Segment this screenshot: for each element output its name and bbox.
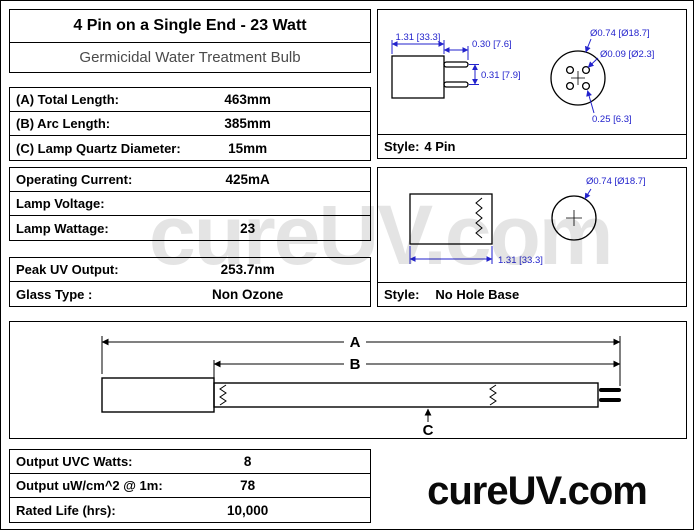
base-style-value: No Hole Base (435, 287, 520, 302)
label-total-length: A (350, 334, 361, 351)
dim-pin-diameter: Ø0.09 [Ø2.3] (600, 49, 654, 60)
dimension-lines (101, 336, 621, 422)
base-end-view (550, 50, 606, 106)
pin-hole (565, 65, 575, 75)
total-length-label: (A) Total Length: (16, 92, 120, 107)
base-style-strip: Style: No Hole Base (378, 282, 686, 306)
electrode-coil-left (219, 384, 227, 406)
uvc-watts-label: Output UVC Watts: (16, 454, 133, 469)
base-style-label: Style: (384, 287, 420, 302)
pin-end-drawing: 1.31 [33.3] 0.30 [7.6] 0.31 [7.9] Ø0.74 … (391, 28, 654, 125)
base-diagram-box: 1.31 [33.3] Ø0.74 [Ø18.7] Style: No Hole… (377, 167, 687, 307)
pin-top (443, 61, 469, 68)
quartz-diameter-row: (C) Lamp Quartz Diameter: 15mm (10, 136, 370, 160)
dimension-lines (391, 38, 599, 114)
lamp-voltage-row: Lamp Voltage: (10, 192, 370, 216)
lamp-diagram-box: A B C (9, 321, 687, 439)
pin-style-value: 4 Pin (424, 139, 456, 154)
peak-uv-value: 253.7nm (220, 262, 275, 277)
operating-current-label: Operating Current: (16, 172, 133, 187)
pin-hole (581, 81, 591, 91)
pin-hole (565, 81, 575, 91)
rated-life-label: Rated Life (hrs): (16, 502, 116, 518)
dimension-lines (409, 188, 592, 264)
page-subtitle: Germicidal Water Treatment Bulb (79, 49, 301, 66)
lamp-drawing: A B C (101, 334, 621, 438)
rated-life-value: 10,000 (226, 502, 269, 518)
uv-output-table: Peak UV Output: 253.7nm Glass Type : Non… (9, 257, 371, 307)
arc-length-label: (B) Arc Length: (16, 116, 111, 131)
lamp-voltage-label: Lamp Voltage: (16, 196, 105, 211)
total-length-row: (A) Total Length: 463mm (10, 88, 370, 112)
glass-type-label: Glass Type : (16, 286, 93, 302)
arc-length-row: (B) Arc Length: 385mm (10, 112, 370, 136)
peak-uv-row: Peak UV Output: 253.7nm (10, 258, 370, 282)
base-side-view (409, 193, 493, 245)
dimensions-table: (A) Total Length: 463mm (B) Arc Length: … (9, 87, 371, 161)
total-length-value: 463mm (224, 92, 271, 107)
lamp-tube (213, 382, 599, 408)
pin-style-label: Style: (384, 139, 420, 154)
page-title: 4 Pin on a Single End - 23 Watt (10, 10, 370, 43)
dim-pin-length: 0.30 [7.6] (472, 39, 512, 50)
glass-type-value: Non Ozone (211, 286, 284, 302)
uvc-watts-row: Output UVC Watts: 8 (10, 450, 370, 474)
center-cross (566, 210, 582, 226)
dim-base-width: 1.31 [33.3] (498, 255, 543, 266)
quartz-diameter-label: (C) Lamp Quartz Diameter: (16, 140, 181, 156)
dim-base-width: 1.31 [33.3] (396, 32, 441, 43)
pin-bottom (443, 81, 469, 88)
operating-current-row: Operating Current: 425mA (10, 168, 370, 192)
label-diameter: C (423, 422, 434, 438)
lamp-wattage-row: Lamp Wattage: 23 (10, 216, 370, 240)
dim-pin-spacing: 0.25 [6.3] (592, 114, 632, 125)
electrode-coil-right (489, 384, 497, 406)
uvc-watts-value: 8 (243, 454, 252, 469)
quartz-diameter-value: 15mm (228, 140, 268, 156)
dim-base-diameter: Ø0.74 [Ø18.7] (586, 176, 646, 187)
lamp-pins (599, 388, 621, 402)
title-box: 4 Pin on a Single End - 23 Watt Germicid… (9, 9, 371, 73)
base-drawing: 1.31 [33.3] Ø0.74 [Ø18.7] (409, 176, 646, 266)
pin-diagram-box: 1.31 [33.3] 0.30 [7.6] 0.31 [7.9] Ø0.74 … (377, 9, 687, 159)
electrical-table: Operating Current: 425mA Lamp Voltage: L… (9, 167, 371, 241)
pin-hole (581, 65, 591, 75)
filament-coil (475, 197, 483, 239)
center-cross (571, 71, 585, 85)
lamp-end-cap (101, 377, 215, 413)
dim-base-diameter: Ø0.74 [Ø18.7] (590, 28, 650, 39)
base-side-view (391, 55, 445, 99)
arc-length-value: 385mm (224, 116, 271, 131)
lamp-wattage-label: Lamp Wattage: (16, 220, 109, 236)
base-end-view (551, 195, 597, 241)
operating-current-value: 425mA (225, 172, 270, 187)
glass-type-row: Glass Type : Non Ozone (10, 282, 370, 306)
lamp-wattage-value: 23 (240, 220, 256, 236)
uw-cm2-label: Output uW/cm^2 @ 1m: (16, 478, 163, 493)
performance-table: Output UVC Watts: 8 Output uW/cm^2 @ 1m:… (9, 449, 371, 523)
dim-pin-offset: 0.31 [7.9] (481, 70, 521, 81)
label-arc-length: B (350, 356, 361, 373)
uw-cm2-value: 78 (240, 478, 256, 493)
rated-life-row: Rated Life (hrs): 10,000 (10, 498, 370, 522)
pin-style-strip: Style: 4 Pin (378, 134, 686, 158)
uw-cm2-row: Output uW/cm^2 @ 1m: 78 (10, 474, 370, 498)
peak-uv-label: Peak UV Output: (16, 262, 119, 277)
cureuv-logo: cureUV.com (427, 469, 648, 513)
